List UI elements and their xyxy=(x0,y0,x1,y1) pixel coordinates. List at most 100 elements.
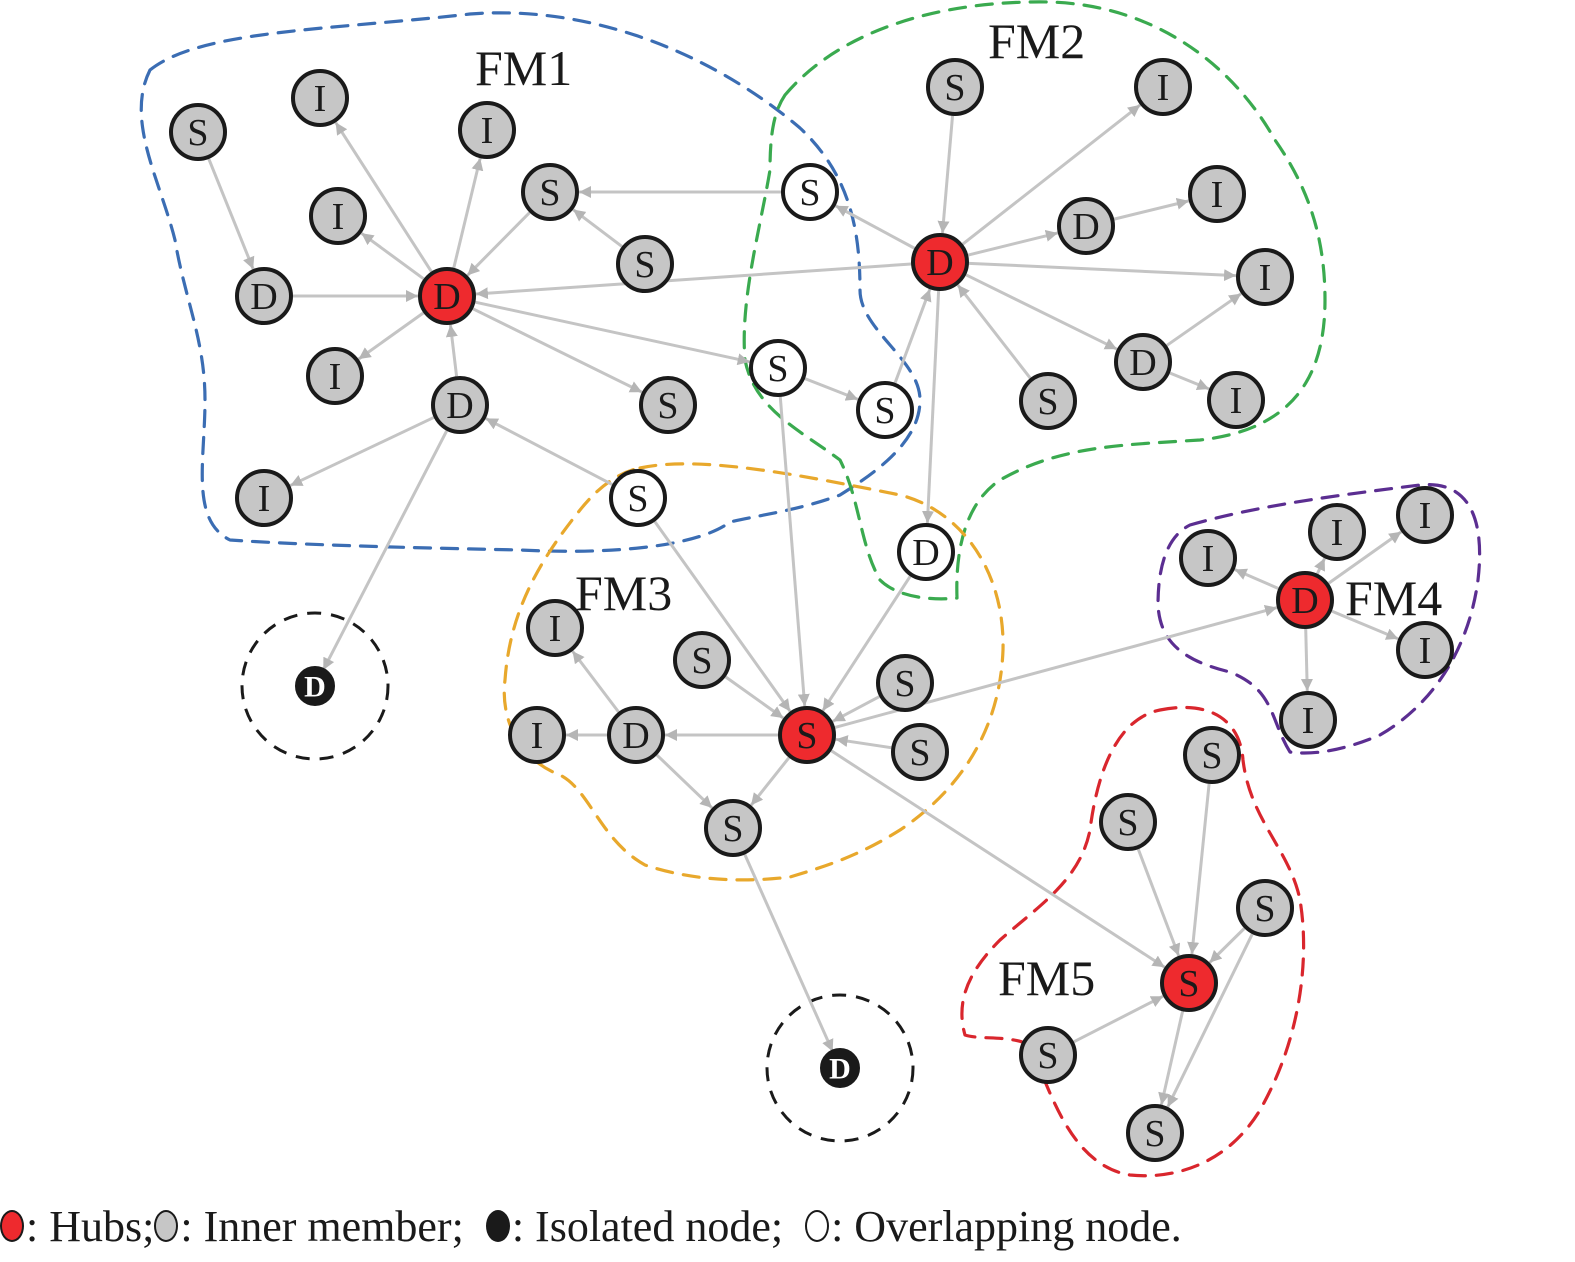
edge-o4-n10 xyxy=(485,417,613,486)
edge-o3-n13 xyxy=(893,288,932,384)
node-circle xyxy=(1276,571,1334,629)
node-circle xyxy=(1396,486,1454,544)
module-boundary-fm4 xyxy=(1156,483,1482,755)
node-inner-i: I xyxy=(508,706,566,764)
node-label: S xyxy=(767,348,788,390)
node-inner-s: S xyxy=(1019,372,1077,430)
node-hub-d: D xyxy=(1276,571,1334,629)
node-label: I xyxy=(1302,700,1315,742)
node-circle xyxy=(704,799,762,857)
edge-n1-n11 xyxy=(472,307,643,394)
node-inner-s: S xyxy=(169,103,227,161)
edge-o2-o3 xyxy=(804,377,859,401)
node-hub-s: S xyxy=(778,706,836,764)
edge-o4-n22 xyxy=(653,520,792,713)
node-label: I xyxy=(1230,380,1243,422)
node-circle xyxy=(1236,879,1294,937)
node-label: S xyxy=(627,478,648,520)
node-inner-i: I xyxy=(526,599,584,657)
node-label: I xyxy=(531,715,544,757)
node-inner-i: I xyxy=(1179,529,1237,587)
node-inner-i: I xyxy=(1396,486,1454,544)
node-circle xyxy=(911,233,969,291)
edge-n30-n32 xyxy=(1314,557,1327,575)
edge-n13-n18 xyxy=(968,261,1237,282)
edge-n6-n1 xyxy=(466,211,531,277)
node-circle xyxy=(306,347,364,405)
node-label: D xyxy=(446,385,473,427)
node-label: I xyxy=(1259,257,1272,299)
node-inner-i: I xyxy=(458,101,516,159)
node-circle xyxy=(1134,58,1192,116)
node-inner-i: I xyxy=(1207,371,1265,429)
edge-n22-n36 xyxy=(830,749,1166,969)
node-label: S xyxy=(634,244,655,286)
node-circle xyxy=(1160,954,1218,1012)
isolated-ring-1 xyxy=(240,611,390,761)
node-circle xyxy=(309,187,367,245)
node-inner-d: D xyxy=(235,267,293,325)
node-label: I xyxy=(329,356,342,398)
legend-text-inner-member: : Inner member; xyxy=(180,1201,486,1251)
edge-n39-n36 xyxy=(1208,927,1246,964)
node-label: I xyxy=(314,78,327,120)
node-label: I xyxy=(258,478,271,520)
node-label: I xyxy=(1331,512,1344,554)
node-label: S xyxy=(1144,1113,1165,1155)
node-circle xyxy=(639,376,697,434)
node-label: S xyxy=(657,385,678,427)
node-isolated-d: D xyxy=(295,666,335,706)
node-overlapping-s: S xyxy=(609,469,667,527)
node-inner-i: I xyxy=(291,69,349,127)
node-inner-s: S xyxy=(1183,726,1241,784)
edge-n13-n1 xyxy=(475,262,912,300)
node-circle xyxy=(1019,372,1077,430)
edge-n38-n36 xyxy=(1187,783,1211,955)
node-label: D xyxy=(250,276,277,318)
edge-n16-n17 xyxy=(1113,197,1190,221)
edge-n13-o1 xyxy=(834,204,916,250)
node-label: S xyxy=(909,732,930,774)
node-overlapping-s: S xyxy=(781,163,839,221)
edge-n13-n19 xyxy=(965,273,1118,351)
node-circle xyxy=(616,235,674,293)
isolated-ring-2 xyxy=(765,993,915,1143)
edge-n28-n22 xyxy=(835,735,892,750)
node-label: S xyxy=(1178,963,1199,1005)
node-circle xyxy=(1236,248,1294,306)
node-inner-i: I xyxy=(1188,165,1246,223)
edge-n13-n16 xyxy=(967,229,1059,257)
node-label: D xyxy=(926,242,953,284)
edge-n30-n34 xyxy=(1331,609,1399,641)
node-label: D xyxy=(1129,342,1156,384)
node-circle xyxy=(1308,503,1366,561)
node-inner-s: S xyxy=(1099,793,1157,851)
node-label: I xyxy=(1202,538,1215,580)
node-label: S xyxy=(722,808,743,850)
edge-o5-n22 xyxy=(821,575,912,712)
module-label-fm1: FM1 xyxy=(475,40,572,96)
node-inner-i: I xyxy=(1236,248,1294,306)
node-circle xyxy=(1183,726,1241,784)
node-inner-i: I xyxy=(306,347,364,405)
edge-n40-n36 xyxy=(1073,994,1164,1044)
node-circle xyxy=(1114,333,1172,391)
node-label: S xyxy=(874,390,895,432)
node-inner-s: S xyxy=(639,376,697,434)
node-label: S xyxy=(539,172,560,214)
node-inner-s: S xyxy=(1126,1104,1184,1162)
edges xyxy=(207,103,1403,1108)
node-label: I xyxy=(332,196,345,238)
node-overlapping-s: S xyxy=(856,381,914,439)
node-circle xyxy=(778,706,836,764)
node-circle xyxy=(609,469,667,527)
node-label: S xyxy=(1037,381,1058,423)
node-label: S xyxy=(1201,735,1222,777)
node-inner-s: S xyxy=(1236,879,1294,937)
node-label: S xyxy=(944,67,965,109)
edge-n30-n33 xyxy=(1327,530,1403,585)
module-labels: FM1 FM2 FM3 FM4 FM5 xyxy=(475,13,1442,1006)
node-label: D xyxy=(1072,206,1099,248)
legend-text-overlapping-node: : Overlapping node. xyxy=(831,1201,1182,1251)
